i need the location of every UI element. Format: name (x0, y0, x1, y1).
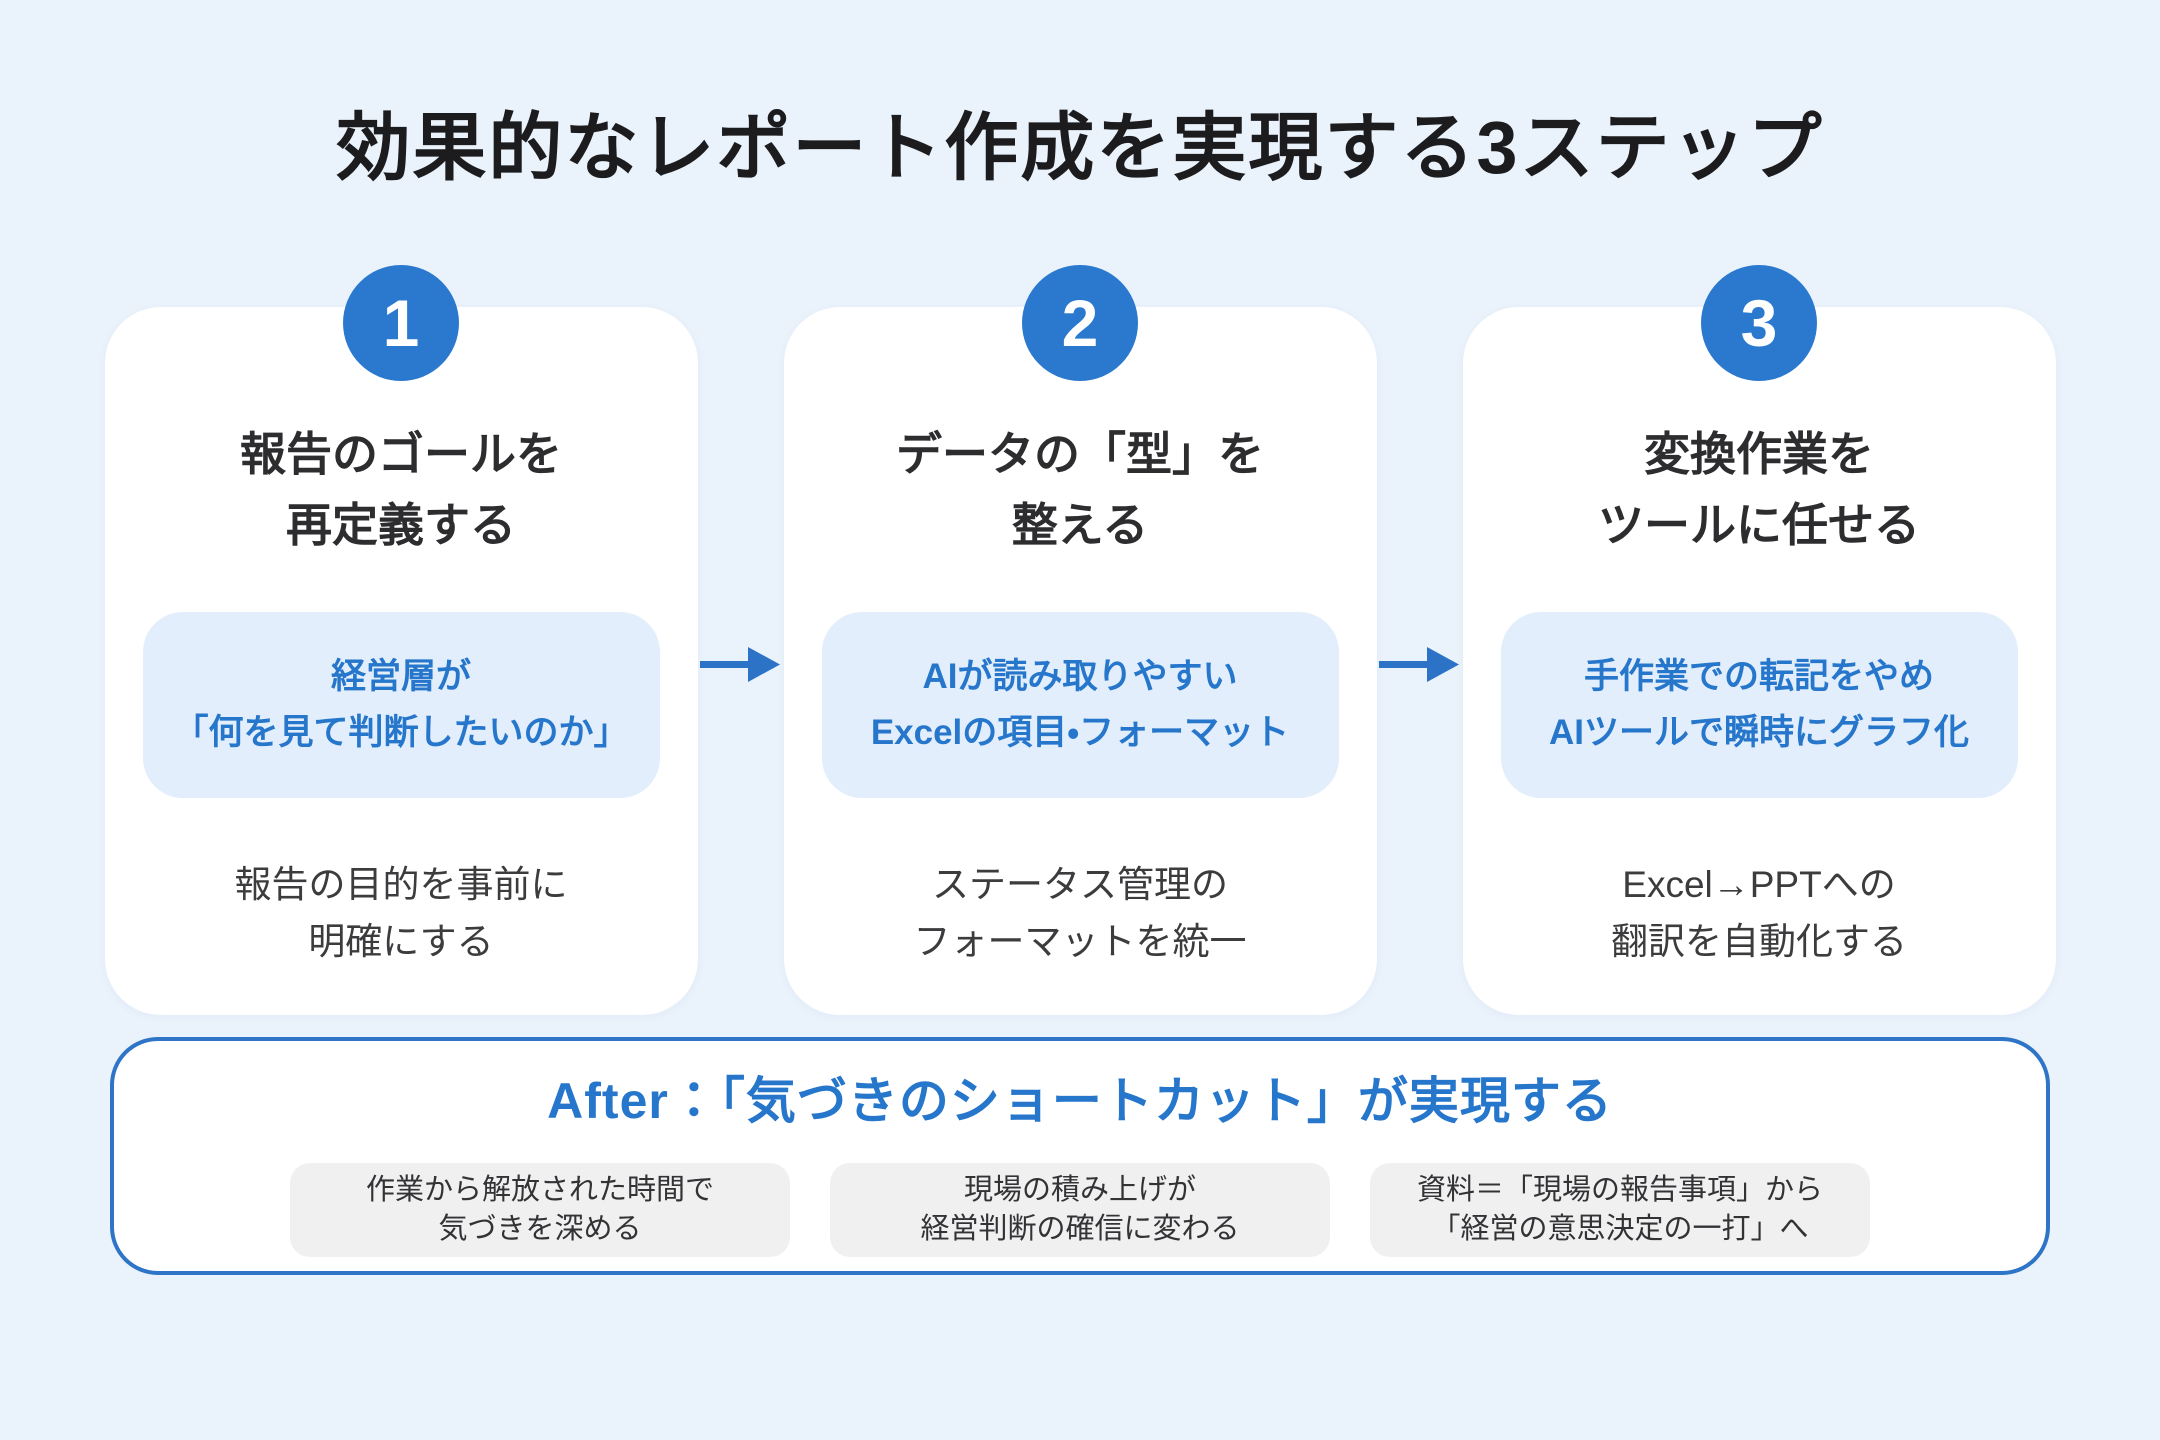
after-item-1: 作業から解放された時間で 気づきを深める (290, 1163, 790, 1258)
after-heading: After：「気づきのショートカット」が実現する (547, 1073, 1613, 1129)
step-3-number-badge: 3 (1701, 265, 1817, 381)
step-3-highlight: 手作業での転記をやめ AIツールで瞬時にグラフ化 (1500, 611, 2018, 798)
step-2-highlight: AIが読み取りやすい Excelの項目・フォーマット (821, 611, 1339, 798)
after-result-box: After：「気づきのショートカット」が実現する 作業から解放された時間で 気づ… (110, 1037, 2050, 1275)
step-card-2: 2 データの「型」を 整える AIが読み取りやすい Excelの項目・フォーマッ… (783, 265, 1377, 1015)
step-1-number-badge: 1 (343, 265, 459, 381)
arrow-right-icon (1378, 647, 1459, 682)
arrow-cell-1 (698, 639, 784, 689)
step-card-3: 3 変換作業を ツールに任せる 手作業での転記をやめ AIツールで瞬時にグラフ化… (1462, 265, 2056, 1015)
step-3-title: 変換作業を ツールに任せる (1598, 428, 1920, 552)
step-2-title: データの「型」を 整える (896, 428, 1264, 552)
step-1-title: 報告のゴールを 再定義する (240, 428, 562, 552)
after-item-3: 資料＝「現場の報告事項」から 「経営の意思決定の一打」へ (1370, 1163, 1870, 1258)
step-1-description: 報告の目的を事前に 明確にする (234, 863, 568, 962)
step-card-1: 1 報告のゴールを 再定義する 経営層が 「何を見て判断したいのか」 報告の目的… (104, 265, 698, 1015)
step-3-description: Excel→PPTへの 翻訳を自動化する (1611, 863, 1907, 962)
step-1-highlight: 経営層が 「何を見て判断したいのか」 (142, 611, 660, 798)
step-2-description: ステータス管理の フォーマットを統一 (913, 863, 1247, 962)
arrow-right-icon (699, 647, 780, 682)
after-items-row: 作業から解放された時間で 気づきを深める 現場の積み上げが 経営判断の確信に変わ… (114, 1163, 2046, 1258)
page-title: 効果的なレポート作成を実現する3ステップ (336, 106, 1824, 189)
after-item-2: 現場の積み上げが 経営判断の確信に変わる (830, 1163, 1330, 1258)
steps-row: 1 報告のゴールを 再定義する 経営層が 「何を見て判断したいのか」 報告の目的… (0, 265, 2160, 1015)
step-2-number-badge: 2 (1022, 265, 1138, 381)
arrow-cell-2 (1377, 639, 1463, 689)
